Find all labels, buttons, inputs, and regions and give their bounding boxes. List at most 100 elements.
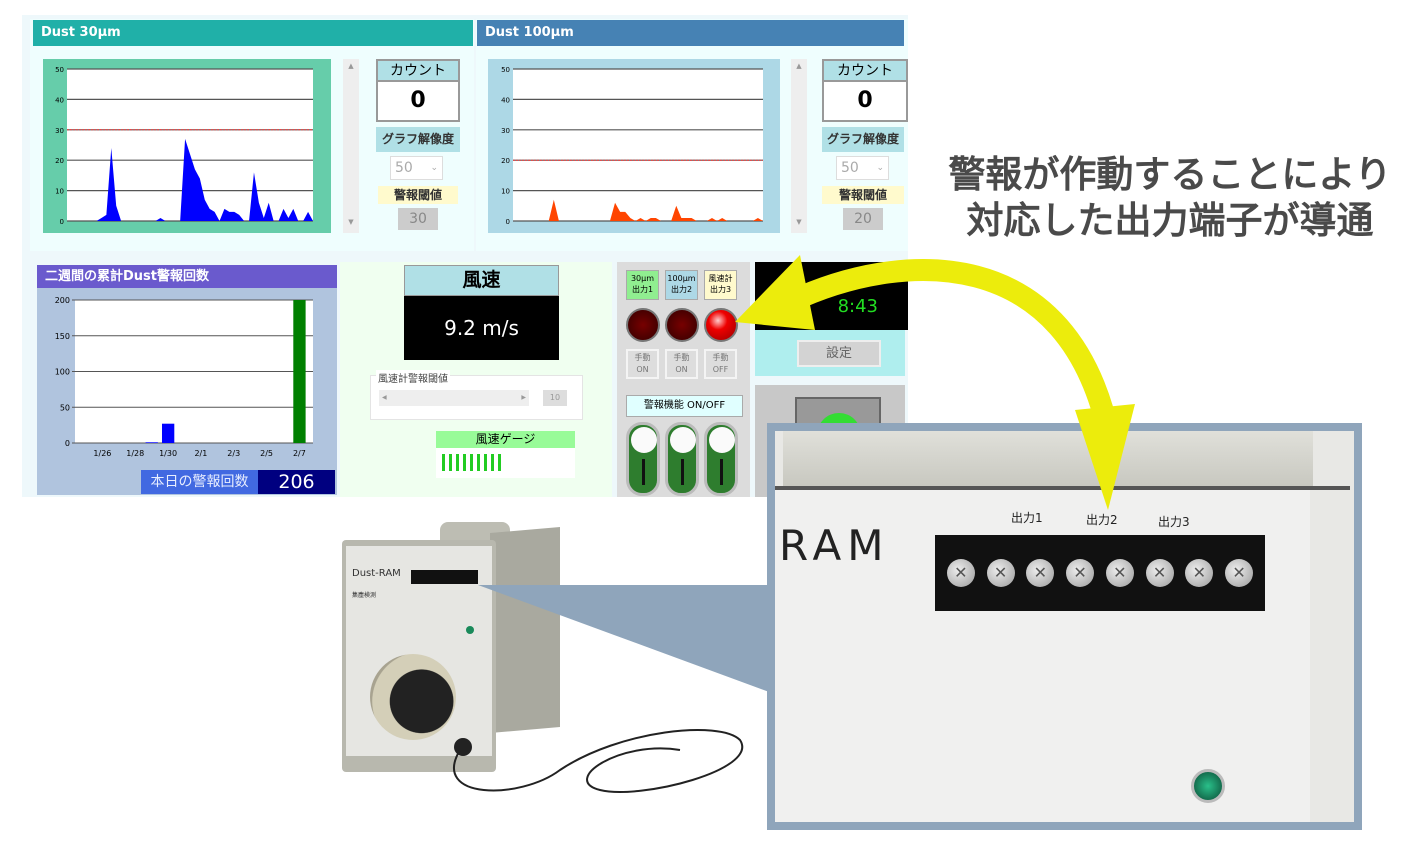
y-tick-label: 100 bbox=[55, 368, 70, 377]
annotation-line2: 対応した出力端子が導通 bbox=[966, 199, 1374, 242]
x-tick-label: 1/30 bbox=[159, 449, 177, 458]
dust30-title: Dust 30µm bbox=[33, 20, 473, 46]
x-tick-label: 2/3 bbox=[227, 449, 240, 458]
dust100-threshold-label: 警報閾値 bbox=[822, 186, 904, 204]
y-tick-label: 50 bbox=[55, 66, 64, 74]
zoomed-terminal-photo: RAM 出力1 出力2 出力3 ✕✕✕✕✕✕✕✕ bbox=[767, 423, 1362, 830]
gauge-bar bbox=[463, 454, 466, 471]
terminal-screw-icon: ✕ bbox=[1066, 559, 1095, 587]
dust100-threshold-input[interactable]: 20 bbox=[843, 208, 883, 230]
y-tick-label: 10 bbox=[55, 188, 64, 196]
y-tick-label: 40 bbox=[501, 96, 510, 104]
zoomed-brand-text: RAM bbox=[779, 521, 890, 570]
device-photo: Dust-RAM 集塵検測 bbox=[340, 520, 562, 776]
gauge-bar bbox=[491, 454, 494, 471]
zoom-beam bbox=[478, 585, 772, 693]
output-type: 風速計 bbox=[708, 274, 733, 283]
dust100-resolution-label: グラフ解像度 bbox=[822, 127, 904, 152]
manual-button-1[interactable]: 手動 ON bbox=[626, 349, 659, 379]
dust100-resolution-value: 50 bbox=[841, 160, 859, 176]
dust30-count-value: 0 bbox=[376, 80, 460, 122]
alarm-function-toggle-label: 警報機能 ON/OFF bbox=[626, 395, 743, 417]
dust30-scrollbar[interactable]: ▲▼ bbox=[343, 59, 359, 233]
y-tick-label: 200 bbox=[55, 296, 70, 305]
device-lid bbox=[783, 431, 1313, 486]
wind-threshold-slider[interactable]: ◀▶ bbox=[379, 390, 529, 406]
manual-label: 手動 bbox=[673, 353, 690, 362]
wind-gauge-label: 風速ゲージ bbox=[436, 431, 575, 448]
lid-edge bbox=[775, 486, 1350, 490]
terminal-screw-icon: ✕ bbox=[1185, 559, 1214, 587]
alarm-toggle-1[interactable] bbox=[626, 422, 660, 496]
wind-threshold-group: 風速計警報閾値 ◀▶ 10 bbox=[370, 370, 583, 420]
manual-state: ON bbox=[675, 365, 688, 374]
chevron-down-icon: ⌄ bbox=[876, 163, 884, 173]
terminal-label-3: 出力3 bbox=[1158, 515, 1190, 529]
dust30-resolution-value: 50 bbox=[395, 160, 413, 176]
zoomed-photo-content: RAM 出力1 出力2 出力3 ✕✕✕✕✕✕✕✕ bbox=[775, 431, 1354, 822]
wind-panel: 風速 9.2 m/s 風速計警報閾値 ◀▶ 10 風速ゲージ bbox=[340, 262, 612, 497]
output-led-2 bbox=[665, 308, 699, 342]
toggle-knob bbox=[709, 427, 735, 453]
y-tick-label: 50 bbox=[60, 403, 70, 412]
manual-button-2[interactable]: 手動 ON bbox=[665, 349, 698, 379]
power-led bbox=[1191, 769, 1225, 803]
output-led-3 bbox=[704, 308, 738, 342]
alarm-toggle-3[interactable] bbox=[704, 422, 738, 496]
history-title: 二週間の累計Dust警報回数 bbox=[37, 265, 337, 288]
dust100-scrollbar[interactable]: ▲▼ bbox=[791, 59, 807, 233]
gauge-bar bbox=[498, 454, 501, 471]
x-tick-label: 2/7 bbox=[293, 449, 306, 458]
output-number: 出力1 bbox=[631, 285, 654, 294]
gauge-bar bbox=[449, 454, 452, 471]
y-tick-label: 10 bbox=[501, 188, 510, 196]
dust30-threshold-label: 警報閾値 bbox=[378, 186, 458, 204]
dust30-count-label: カウント bbox=[376, 59, 460, 80]
y-tick-label: 30 bbox=[55, 127, 64, 135]
dust30-threshold-input[interactable]: 30 bbox=[398, 208, 438, 230]
terminal-screw-icon: ✕ bbox=[986, 559, 1015, 587]
terminal-screw-icon: ✕ bbox=[1145, 559, 1174, 587]
manual-label: 手動 bbox=[634, 353, 651, 362]
alarm-toggle-2[interactable] bbox=[665, 422, 699, 496]
device-name: Dust-RAM bbox=[352, 568, 401, 579]
dust30-resolution-label: グラフ解像度 bbox=[376, 127, 460, 152]
toggle-slot bbox=[681, 459, 684, 485]
dust100-title: Dust 100µm bbox=[477, 20, 904, 46]
wind-gauge bbox=[436, 448, 575, 478]
terminal-block: ✕✕✕✕✕✕✕✕ bbox=[935, 535, 1265, 611]
x-tick-label: 1/26 bbox=[93, 449, 111, 458]
terminal-screw-icon: ✕ bbox=[946, 559, 975, 587]
gauge-bar bbox=[442, 454, 445, 471]
wind-threshold-legend: 風速計警報閾値 bbox=[376, 370, 450, 385]
device-terminal-block bbox=[411, 570, 478, 584]
arrow-right-icon: ▶ bbox=[521, 394, 526, 401]
today-alarm-count: 206 bbox=[258, 470, 335, 494]
output-label-3: 風速計出力3 bbox=[704, 270, 737, 300]
wind-threshold-input[interactable]: 10 bbox=[543, 390, 567, 406]
dust30-resolution-select[interactable]: 50 ⌄ bbox=[390, 156, 443, 180]
output-number: 出力3 bbox=[709, 285, 732, 294]
dust100-resolution-select[interactable]: 50 ⌄ bbox=[836, 156, 889, 180]
x-tick-label: 2/1 bbox=[194, 449, 207, 458]
usb-cable bbox=[453, 729, 744, 793]
terminal-screw-icon: ✕ bbox=[1225, 559, 1254, 587]
arrow-left-icon: ◀ bbox=[382, 394, 387, 401]
toggle-knob bbox=[670, 427, 696, 453]
y-tick-label: 0 bbox=[506, 218, 510, 226]
chevron-down-icon: ⌄ bbox=[430, 163, 438, 173]
output-led-1 bbox=[626, 308, 660, 342]
gauge-bar bbox=[456, 454, 459, 471]
manual-state: ON bbox=[636, 365, 649, 374]
